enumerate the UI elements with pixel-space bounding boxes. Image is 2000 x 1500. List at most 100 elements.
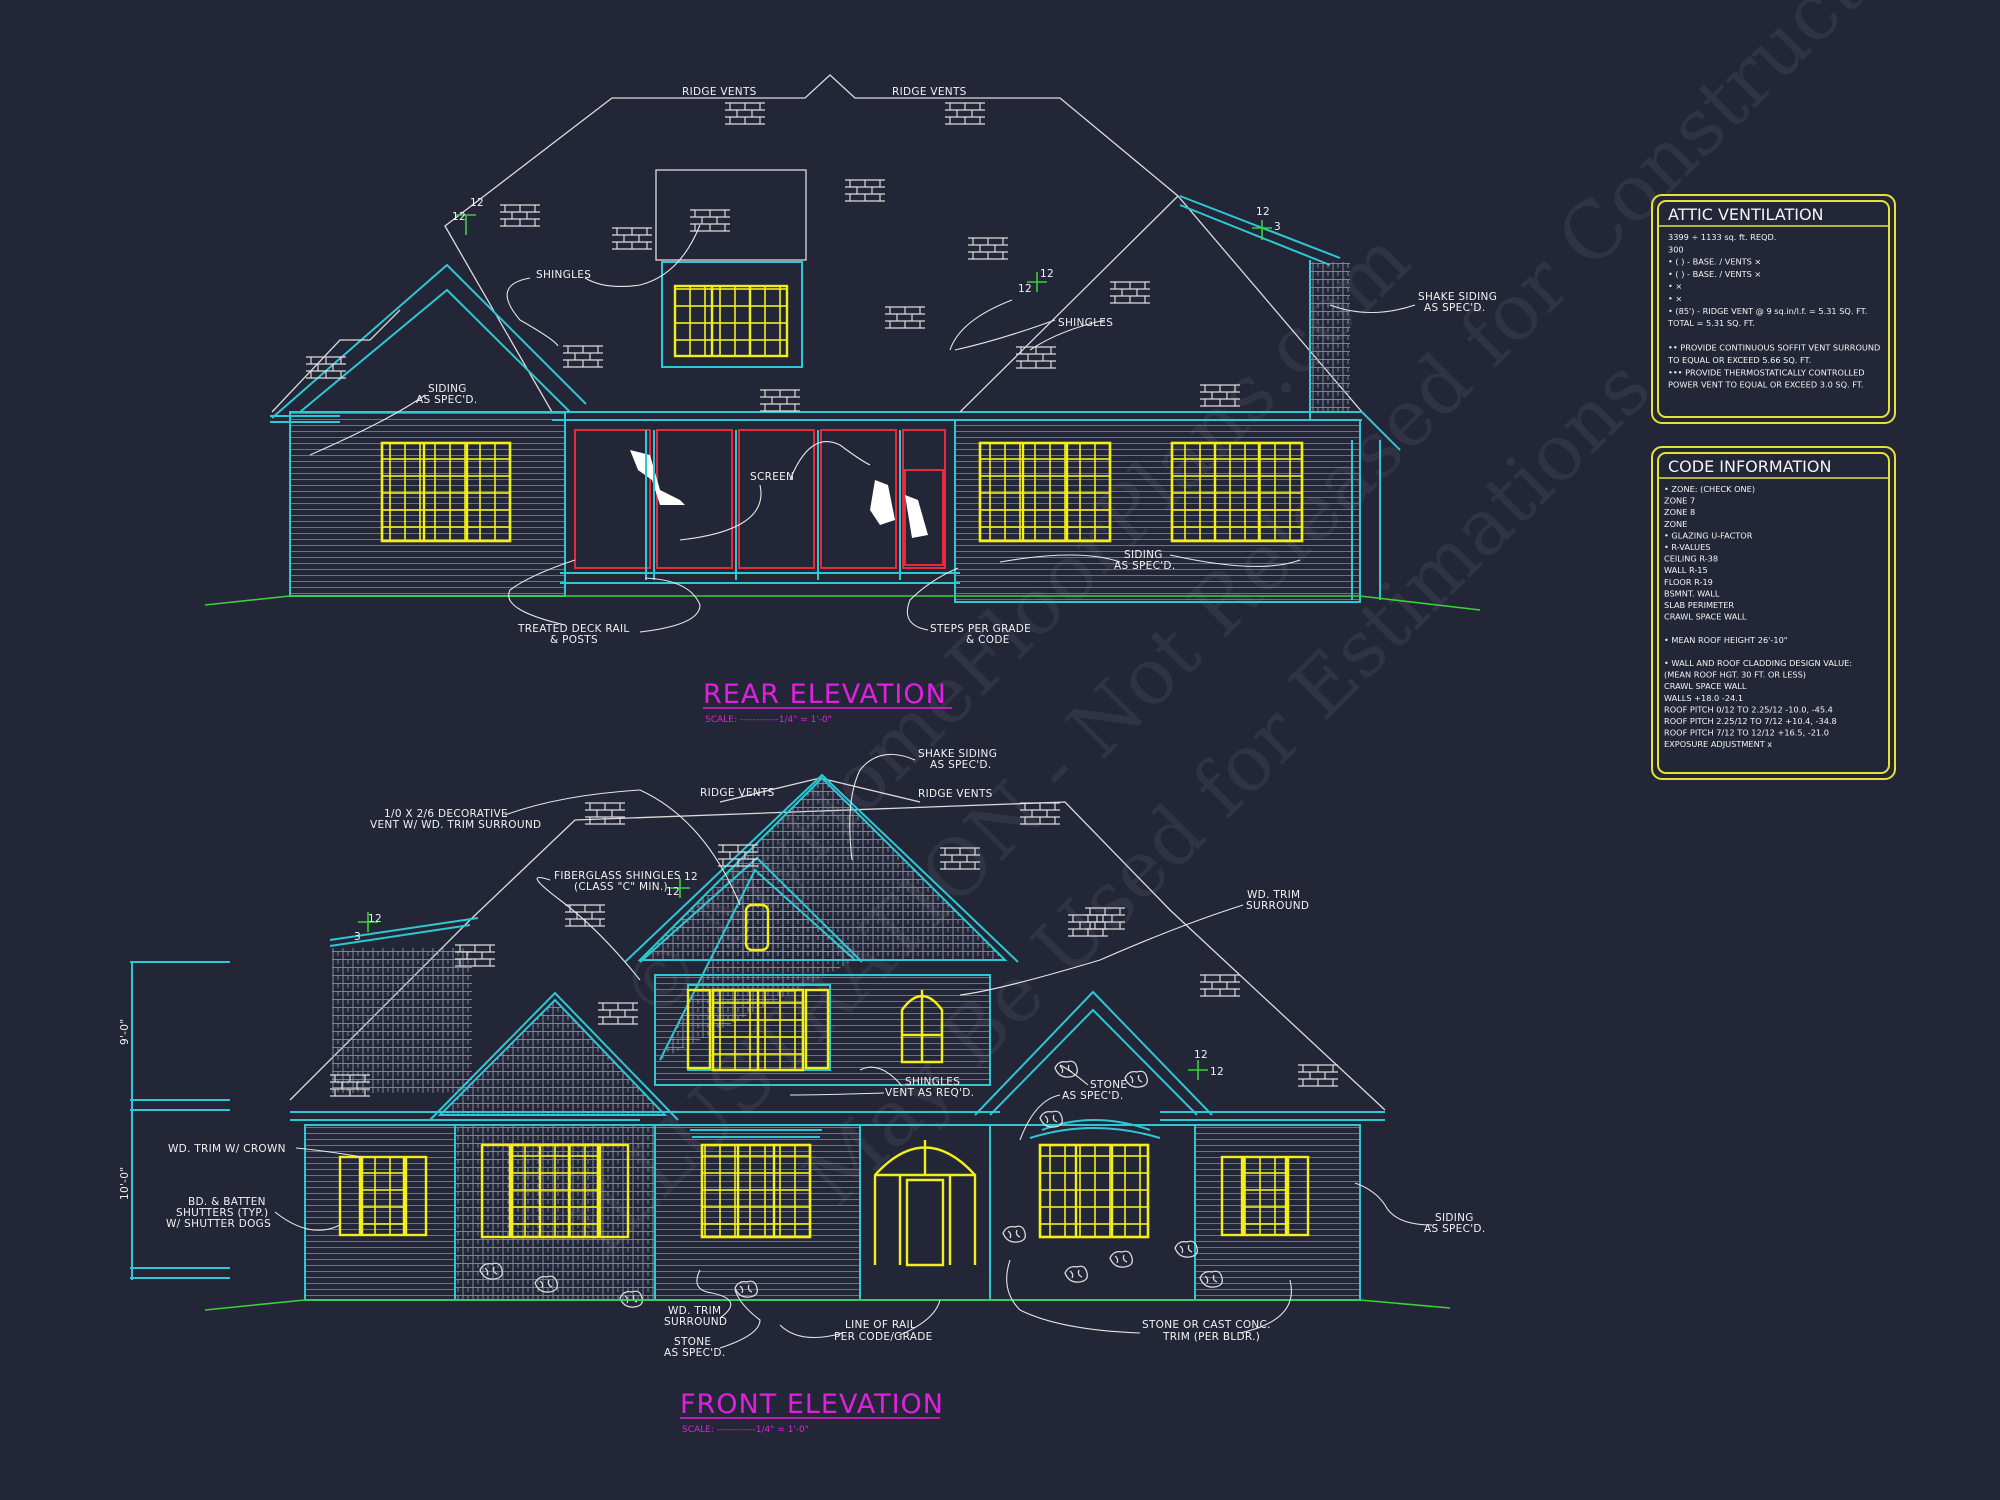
code-line: CRAWL SPACE WALL xyxy=(1664,681,1747,691)
attic-line: TO EQUAL OR EXCEED 5.66 SQ. FT. xyxy=(1667,355,1811,365)
code-line: WALL R-15 xyxy=(1664,565,1708,575)
code-line: FLOOR R-19 xyxy=(1664,577,1713,587)
svg-text:RIDGE VENTS: RIDGE VENTS xyxy=(918,788,993,800)
svg-text:3: 3 xyxy=(1274,221,1281,233)
svg-text:STEPS PER GRADE: STEPS PER GRADE xyxy=(930,623,1031,635)
svg-text:SHUTTERS (TYP.): SHUTTERS (TYP.) xyxy=(176,1207,268,1219)
svg-text:12: 12 xyxy=(368,913,382,925)
attic-ventilation-title: ATTIC VENTILATION xyxy=(1668,205,1824,224)
front-dim-lower: 10'-0" xyxy=(119,1167,131,1200)
svg-text:LINE OF RAIL: LINE OF RAIL xyxy=(845,1319,916,1331)
front-window-right-gable xyxy=(1038,1143,1150,1239)
code-line: ZONE xyxy=(1664,519,1687,529)
svg-text:SHINGLES: SHINGLES xyxy=(1058,317,1113,329)
front-pitch-markers: 12 3 12 12 12 12 xyxy=(354,871,1224,1080)
svg-text:SURROUND: SURROUND xyxy=(1246,900,1309,912)
attic-line: • ( ) - BASE. / VENTS × xyxy=(1668,257,1761,267)
code-line: • GLAZING U-FACTOR xyxy=(1664,530,1753,540)
svg-text:WD. TRIM: WD. TRIM xyxy=(1247,889,1300,901)
attic-line: POWER VENT TO EQUAL OR EXCEED 3.0 SQ. FT… xyxy=(1668,380,1863,390)
code-information-title: CODE INFORMATION xyxy=(1668,457,1831,476)
front-elevation-scale: SCALE: ------------1/4" = 1'-0" xyxy=(682,1425,809,1435)
svg-text:BD. & BATTEN: BD. & BATTEN xyxy=(188,1196,266,1208)
code-line: • R-VALUES xyxy=(1664,542,1710,552)
front-dim-upper: 9'-0" xyxy=(119,1019,131,1045)
svg-text:SURROUND: SURROUND xyxy=(664,1316,727,1328)
code-information-box: CODE INFORMATION • ZONE: (CHECK ONE) ZON… xyxy=(1651,446,1896,780)
rear-elevation-title: REAR ELEVATION xyxy=(703,679,947,710)
rear-elevation: 12 12 12 12 12 3 RIDGE VENTS RIDGE VENTS… xyxy=(204,74,1497,725)
rear-annotations: RIDGE VENTS RIDGE VENTS SHINGLES SHINGLE… xyxy=(309,86,1497,646)
svg-text:FIBERGLASS SHINGLES: FIBERGLASS SHINGLES xyxy=(554,870,681,882)
svg-text:STONE: STONE xyxy=(674,1336,711,1348)
front-window-left-gable xyxy=(510,1143,600,1239)
code-line: ROOF PITCH 7/12 TO 12/12 +16.5, -21.0 xyxy=(1664,728,1829,738)
rear-left-gable xyxy=(271,263,587,419)
svg-text:PER CODE/GRADE: PER CODE/GRADE xyxy=(834,1331,933,1343)
svg-text:12: 12 xyxy=(470,197,484,209)
attic-ventilation-box: ATTIC VENTILATION 3399 ÷ 1133 sq. ft. RE… xyxy=(1651,194,1896,424)
svg-text:SIDING: SIDING xyxy=(1124,549,1163,561)
code-line: ROOF PITCH 2.25/12 TO 7/12 +10.4, -34.8 xyxy=(1664,716,1837,726)
svg-text:RIDGE VENTS: RIDGE VENTS xyxy=(892,86,967,98)
svg-text:WD. TRIM: WD. TRIM xyxy=(668,1305,721,1317)
attic-ventilation-lines: 3399 ÷ 1133 sq. ft. REQD.300• ( ) - BASE… xyxy=(1667,232,1880,390)
svg-text:W/ SHUTTER DOGS: W/ SHUTTER DOGS xyxy=(166,1218,271,1230)
front-right-gable xyxy=(974,990,1213,1116)
svg-text:AS SPEC'D.: AS SPEC'D. xyxy=(1114,560,1175,572)
attic-line: TOTAL = 5.31 SQ. FT. xyxy=(1667,318,1755,328)
svg-text:12: 12 xyxy=(1210,1066,1224,1078)
svg-text:AS SPEC'D.: AS SPEC'D. xyxy=(664,1347,725,1359)
front-annotations: RIDGE VENTS RIDGE VENTS SHAKE SIDING AS … xyxy=(166,748,1485,1359)
code-line: WALLS +18.0 -24.1 xyxy=(1664,693,1743,703)
attic-line: 3399 ÷ 1133 sq. ft. REQD. xyxy=(1668,232,1776,242)
code-line: • WALL AND ROOF CLADDING DESIGN VALUE: xyxy=(1664,658,1852,668)
svg-text:SIDING: SIDING xyxy=(1435,1212,1474,1224)
svg-text:SCREEN: SCREEN xyxy=(750,471,794,483)
svg-text:SHAKE SIDING: SHAKE SIDING xyxy=(918,748,997,760)
svg-text:RIDGE VENTS: RIDGE VENTS xyxy=(700,787,775,799)
front-entry-door xyxy=(873,1140,977,1267)
svg-text:1/0 X 2/6 DECORATIVE: 1/0 X 2/6 DECORATIVE xyxy=(384,808,508,820)
svg-text:SIDING: SIDING xyxy=(428,383,467,395)
rear-pitch-markers: 12 12 12 12 12 3 xyxy=(452,197,1281,295)
svg-text:AS SPEC'D.: AS SPEC'D. xyxy=(1424,1223,1485,1235)
svg-text:TRIM (PER BLDR.): TRIM (PER BLDR.) xyxy=(1162,1331,1260,1343)
svg-text:STONE OR CAST CONC.: STONE OR CAST CONC. xyxy=(1142,1319,1271,1331)
svg-text:12: 12 xyxy=(1018,283,1032,295)
svg-text:AS SPEC'D.: AS SPEC'D. xyxy=(1062,1090,1123,1102)
code-line: ROOF PITCH 0/12 TO 2.25/12 -10.0, -45.4 xyxy=(1664,704,1833,714)
attic-line: • (85') - RIDGE VENT @ 9 sq.in/l.f. = 5.… xyxy=(1668,306,1867,316)
attic-line: ••• PROVIDE THERMOSTATICALLY CONTROLLED xyxy=(1668,367,1865,377)
rear-left-hip xyxy=(271,309,401,413)
attic-line: • ( ) - BASE. / VENTS × xyxy=(1668,269,1761,279)
code-line: ZONE 8 xyxy=(1664,507,1695,517)
rear-window-right xyxy=(1170,441,1304,543)
code-line: CRAWL SPACE WALL xyxy=(1664,612,1747,622)
svg-text:3: 3 xyxy=(354,931,361,943)
code-information-lines: • ZONE: (CHECK ONE) ZONE 7 ZONE 8 ZONE• … xyxy=(1664,484,1852,749)
front-height-dimensions: 9'-0" 10'-0" xyxy=(119,961,230,1280)
rear-elevation-scale: SCALE: ------------1/4" = 1'-0" xyxy=(705,715,832,725)
svg-text:12: 12 xyxy=(666,886,680,898)
svg-text:RIDGE VENTS: RIDGE VENTS xyxy=(682,86,757,98)
code-line: (MEAN ROOF HGT. 30 FT. OR LESS) xyxy=(1664,670,1806,680)
svg-text:AS SPEC'D.: AS SPEC'D. xyxy=(416,394,477,406)
code-line: CEILING R-38 xyxy=(1664,554,1718,564)
front-grade-line xyxy=(204,1299,1451,1311)
front-window-left-wing xyxy=(360,1155,406,1237)
svg-text:(CLASS "C" MIN.): (CLASS "C" MIN.) xyxy=(574,881,668,893)
svg-text:SHINGLES: SHINGLES xyxy=(905,1076,960,1088)
front-window-right-wing xyxy=(1242,1155,1288,1237)
code-line: BSMNT. WALL xyxy=(1664,588,1720,598)
rear-window-center xyxy=(978,441,1112,543)
svg-text:VENT W/ WD. TRIM SURROUND: VENT W/ WD. TRIM SURROUND xyxy=(370,819,541,831)
attic-line: • × xyxy=(1668,294,1682,304)
code-line: • ZONE: (CHECK ONE) xyxy=(1664,484,1755,494)
front-window-center xyxy=(700,1143,812,1239)
svg-text:SHINGLES: SHINGLES xyxy=(536,269,591,281)
svg-text:12: 12 xyxy=(684,871,698,883)
svg-text:VENT AS REQ'D.: VENT AS REQ'D. xyxy=(885,1087,974,1099)
code-line: EXPOSURE ADJUSTMENT x xyxy=(1664,739,1772,749)
